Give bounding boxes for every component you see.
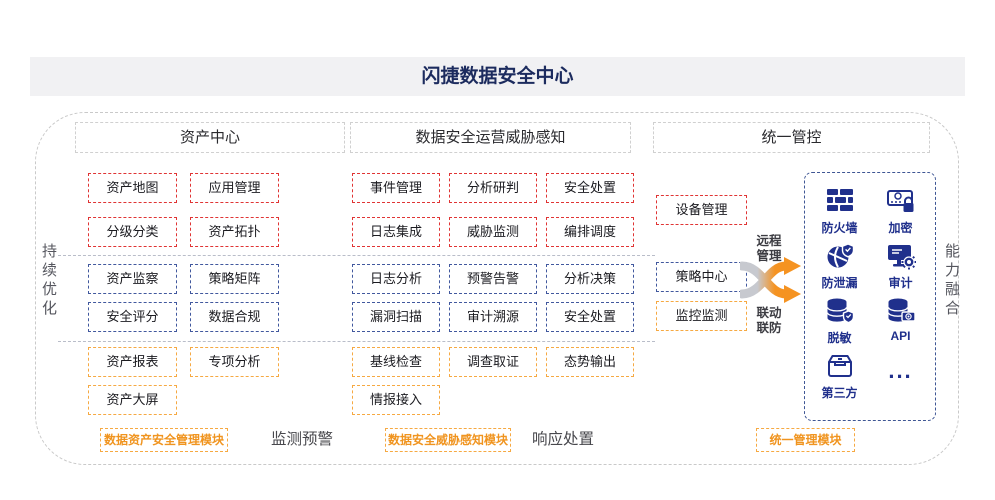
module-box: 基线检查 <box>352 347 440 377</box>
phase-label-response: 响应处置 <box>531 431 594 448</box>
module-box: 数据合规 <box>190 302 279 332</box>
module-box: 态势输出 <box>546 347 634 377</box>
capability-more: ... <box>870 351 931 406</box>
encryption-icon <box>886 186 916 216</box>
capability-label: 防火墙 <box>821 221 858 235</box>
asset-orange-module-group: 资产报表 专项分析 资产大屏 <box>88 347 280 415</box>
asset-blue-module-group: 资产监察 策略矩阵 安全评分 数据合规 <box>88 264 280 332</box>
capability-third-party: 第三方 <box>809 351 870 406</box>
column-header-asset-center: 资产中心 <box>75 122 345 153</box>
module-box: 分析研判 <box>449 173 537 203</box>
row-separator-line <box>58 341 655 342</box>
module-box: 安全处置 <box>546 302 634 332</box>
capability-label: 加密 <box>888 221 913 235</box>
module-box: 资产拓扑 <box>190 217 279 247</box>
api-icon <box>886 296 916 326</box>
module-box: 日志分析 <box>352 264 440 294</box>
module-box: 策略矩阵 <box>190 264 279 294</box>
remote-management-label: 远程管理 <box>756 234 782 263</box>
module-box: 安全处置 <box>546 173 634 203</box>
ops-red-module-group: 事件管理 分析研判 安全处置 日志集成 威胁监测 编排调度 <box>352 173 635 247</box>
right-side-label: 能力融合 <box>943 243 960 319</box>
column-header-security-ops: 数据安全运营威胁感知 <box>350 122 631 153</box>
bottom-module-asset-management: 数据资产安全管理模块 <box>100 428 228 452</box>
module-box: 专项分析 <box>190 347 279 377</box>
device-management-box: 设备管理 <box>656 195 747 225</box>
ops-orange-module-group: 基线检查 调查取证 态势输出 情报接入 <box>352 347 635 415</box>
module-box: 分析决策 <box>546 264 634 294</box>
ops-blue-module-group: 日志分析 预警告警 分析决策 漏洞扫描 审计溯源 安全处置 <box>352 264 635 332</box>
diagram-outer-border <box>35 112 959 465</box>
title-bar: 闪捷数据安全中心 <box>30 57 965 96</box>
capability-leak-prevention: 防泄漏 <box>809 241 870 296</box>
monitoring-box: 监控监测 <box>656 301 747 331</box>
ellipsis-icon: ... <box>888 357 913 383</box>
third-party-icon <box>825 351 855 381</box>
capability-panel: 防火墙 加密 <box>804 172 936 421</box>
module-box: 威胁监测 <box>449 217 537 247</box>
capability-label: 审计 <box>888 276 913 290</box>
module-box: 日志集成 <box>352 217 440 247</box>
module-box: 资产大屏 <box>88 385 177 415</box>
module-box: 预警告警 <box>449 264 537 294</box>
crossing-linkage-arrows-icon <box>737 254 802 311</box>
bottom-module-threat-perception: 数据安全威胁感知模块 <box>385 428 511 452</box>
module-box: 漏洞扫描 <box>352 302 440 332</box>
module-box: 审计溯源 <box>449 302 537 332</box>
module-box: 应用管理 <box>190 173 279 203</box>
bottom-module-unified-management: 统一管理模块 <box>756 428 855 452</box>
row-separator-line <box>58 255 655 256</box>
capability-label: 防泄漏 <box>821 276 858 290</box>
column-header-unified-control: 统一管控 <box>653 122 930 153</box>
capability-audit: 审计 <box>870 241 931 296</box>
capability-firewall: 防火墙 <box>809 186 870 241</box>
capability-label: API <box>890 329 911 343</box>
module-box: 资产报表 <box>88 347 177 377</box>
firewall-icon <box>825 186 855 216</box>
leak-prevention-icon <box>825 241 855 271</box>
capability-api: API <box>870 296 931 351</box>
module-box: 分级分类 <box>88 217 177 247</box>
phase-label-monitor-warning: 监测预警 <box>270 431 333 448</box>
masking-icon <box>825 296 855 326</box>
asset-red-module-group: 资产地图 应用管理 分级分类 资产拓扑 <box>88 173 280 247</box>
capability-label: 脱敏 <box>827 331 852 345</box>
page-title: 闪捷数据安全中心 <box>421 66 574 87</box>
joint-defense-label: 联动联防 <box>756 306 782 335</box>
module-box: 资产地图 <box>88 173 177 203</box>
module-box: 情报接入 <box>352 385 440 415</box>
capability-masking: 脱敏 <box>809 296 870 351</box>
capability-encryption: 加密 <box>870 186 931 241</box>
module-box: 安全评分 <box>88 302 177 332</box>
module-box: 编排调度 <box>546 217 634 247</box>
capability-label: 第三方 <box>821 386 858 400</box>
module-box: 事件管理 <box>352 173 440 203</box>
module-box: 调查取证 <box>449 347 537 377</box>
left-side-label: 持续优化 <box>40 243 57 319</box>
module-box: 资产监察 <box>88 264 177 294</box>
audit-icon <box>886 241 916 271</box>
policy-center-box: 策略中心 <box>656 262 747 292</box>
